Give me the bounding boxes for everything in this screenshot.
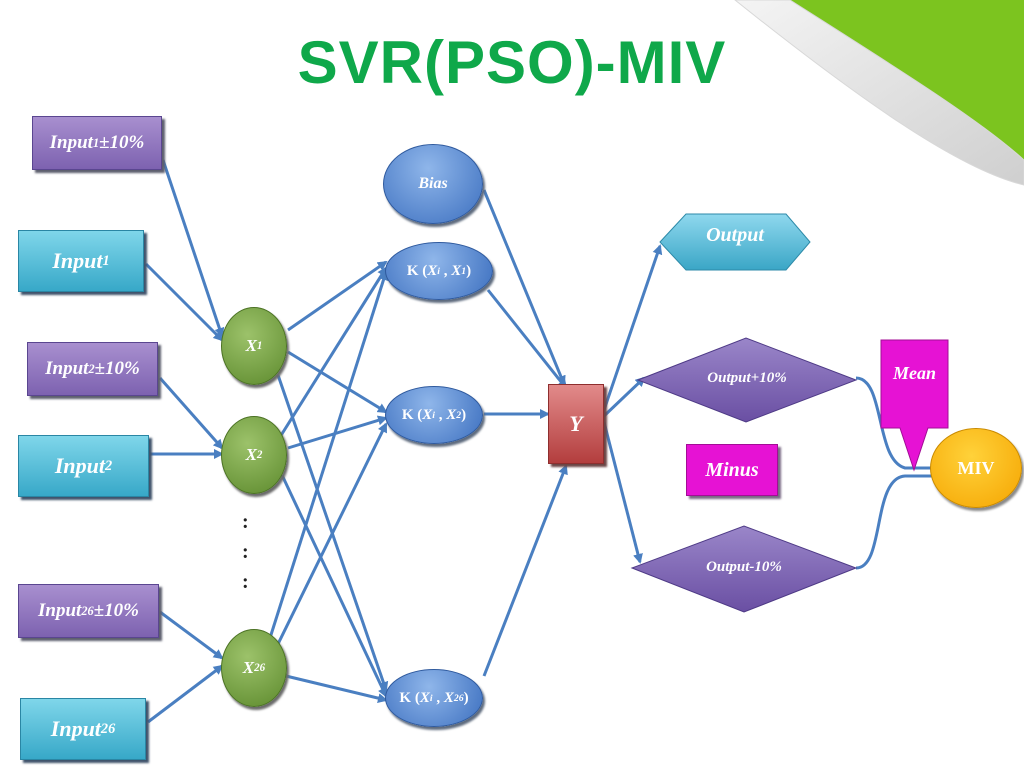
kernel-k: K <box>406 262 419 279</box>
output-label: Output <box>706 224 764 246</box>
output-plus-label: Output+10% <box>707 370 787 386</box>
input-label-base: Input <box>52 248 103 273</box>
input-label-sub: 1 <box>92 135 100 150</box>
input-label-base: Input <box>45 358 89 379</box>
kernel-j: 1 <box>461 265 467 277</box>
kernel-xj: X <box>451 262 462 279</box>
edge-x2-k1 <box>278 266 388 438</box>
kernel-i: i <box>432 409 435 421</box>
input-label-suffix: ±10% <box>99 132 145 153</box>
hidden-label-sub: 26 <box>254 662 266 674</box>
bias-label: Bias <box>418 175 448 192</box>
input-label-sub: 2 <box>88 361 95 376</box>
minus-label: Minus <box>705 458 759 481</box>
edge-input1-x1 <box>144 262 224 342</box>
mean-label: Mean <box>892 363 936 383</box>
edge-k1-y <box>486 289 568 390</box>
ellipsis-dot: : <box>242 511 249 533</box>
edge-y-output <box>602 244 663 411</box>
edge-bias-y <box>482 189 566 386</box>
edge-x26-k2 <box>276 422 388 645</box>
input-label-base: Input <box>54 453 105 478</box>
output-minus-label: Output-10% <box>706 559 782 575</box>
edge-input1pm-x1 <box>161 159 225 338</box>
input-label-suffix: ±10% <box>94 358 140 379</box>
kernel-xj: X <box>446 406 457 423</box>
kernel-xj: X <box>443 689 454 706</box>
edge-input26-x26 <box>147 664 224 724</box>
kernel-i: i <box>429 692 433 704</box>
edge-x26-k26 <box>285 674 388 703</box>
miv-node: MIV <box>930 428 1022 508</box>
kernel-k: K <box>399 689 412 706</box>
ellipsis-dot: : <box>242 541 249 563</box>
minus-node: Minus <box>686 444 778 496</box>
hidden-label-sub: 2 <box>256 449 263 461</box>
output-shape <box>659 213 811 271</box>
kernel-i: i <box>437 265 440 277</box>
miv-label: MIV <box>957 457 995 478</box>
input-label-base: Input <box>50 716 101 741</box>
kernel-xi: X <box>427 262 438 279</box>
input-label-sub: 26 <box>81 603 94 618</box>
hidden-label-base: X <box>245 445 257 464</box>
output-plus-shape <box>636 337 858 423</box>
input-label-base: Input <box>49 132 93 153</box>
ellipsis-dot: : <box>242 571 249 593</box>
edge-input2pm-x2 <box>158 377 224 450</box>
kernel-xi: X <box>422 406 433 423</box>
input-label-sub: 26 <box>100 720 116 737</box>
page-title: SVR(PSO)-MIV <box>297 29 727 96</box>
kernel-xi: X <box>419 689 430 706</box>
output-minus-shape <box>630 525 858 613</box>
edge-k26-y <box>482 464 568 677</box>
edge-y-outputplus <box>602 376 646 418</box>
edge-x2-k2 <box>287 415 388 450</box>
y-node: Y <box>548 384 604 464</box>
edge-y-outputminus <box>602 421 643 564</box>
input-label-sub: 1 <box>102 252 110 269</box>
edge-x2-k26 <box>280 474 388 698</box>
edge-outputminus-miv <box>855 474 934 570</box>
bias-node: Bias <box>383 144 483 224</box>
edge-input26pm-x26 <box>159 610 224 660</box>
kernel-j: 26 <box>453 692 464 704</box>
hidden-label-sub: 1 <box>256 340 263 352</box>
edge-x1-k2 <box>287 350 388 414</box>
input-label-suffix: ±10% <box>93 600 139 621</box>
hidden-label-base: X <box>242 658 255 677</box>
kernel-k: K <box>401 406 414 423</box>
page-curl-decoration <box>734 0 1024 186</box>
hidden-label-base: X <box>245 336 257 355</box>
y-label: Y <box>569 411 583 436</box>
mean-arrow-shape <box>880 339 949 472</box>
edge-x1-k1 <box>287 260 388 332</box>
kernel-j: 2 <box>456 409 462 421</box>
input-label-base: Input <box>38 600 82 621</box>
input-label-sub: 2 <box>105 457 113 474</box>
edge-x26-k1 <box>268 270 389 639</box>
